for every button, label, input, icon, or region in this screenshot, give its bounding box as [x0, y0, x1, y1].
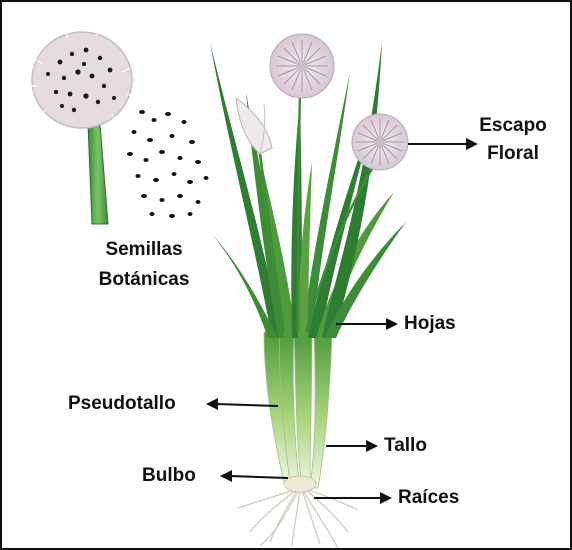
label-seeds-line2: Botánicas [84, 268, 204, 291]
arrow-tallo [326, 440, 378, 452]
label-pseudostem: Pseudotallo [68, 392, 176, 415]
arrow-pseudotallo [206, 398, 278, 410]
flower-right [352, 114, 408, 170]
label-seeds-line1: Semillas [84, 238, 204, 261]
seed-head [29, 28, 134, 224]
loose-seeds [127, 110, 209, 218]
label-scape-line1: Escapo [468, 114, 558, 137]
label-bulb: Bulbo [142, 464, 196, 487]
bulb-and-stems [264, 332, 332, 492]
arrow-hojas [336, 318, 398, 330]
flower-top [270, 34, 334, 98]
arrow-raices [314, 492, 392, 504]
flower-bud [236, 98, 272, 154]
label-leaves: Hojas [404, 312, 456, 335]
label-stem: Tallo [384, 434, 427, 457]
label-scape-line2: Floral [468, 142, 558, 165]
label-roots: Raíces [398, 486, 459, 509]
arrow-bulbo [220, 470, 288, 482]
